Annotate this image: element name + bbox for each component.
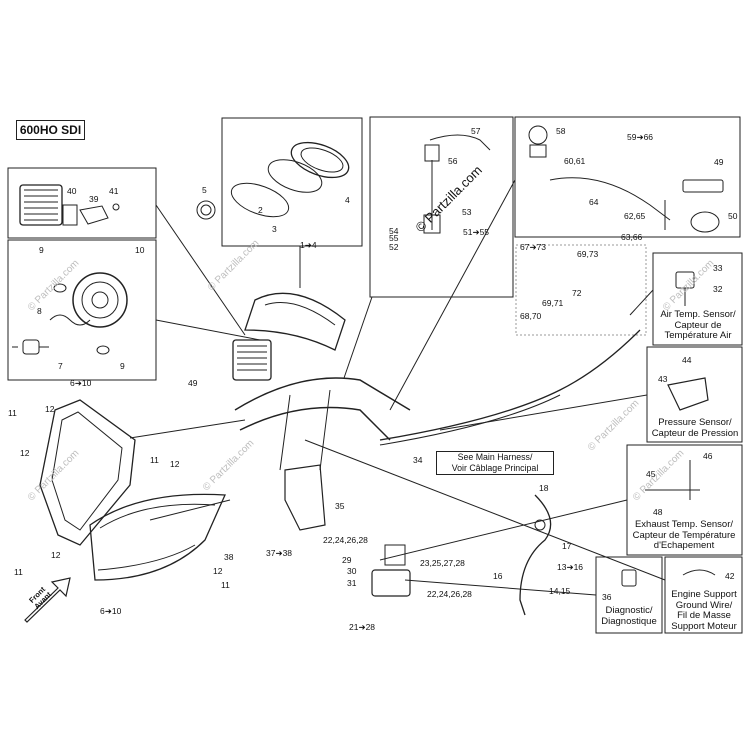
callout-41: 41 [109,186,119,196]
callout-59: 59➜66 [627,132,654,142]
diagnostic-caption: Diagnostic/ Diagnostique [601,605,657,627]
callout-68: 68,70 [520,311,542,321]
callout-22a: 22,24,26,28 [323,535,368,545]
callout-56: 56 [448,156,458,166]
callout-12d: 12 [51,550,61,560]
callout-13: 13➜16 [557,562,584,572]
callout-72: 72 [572,288,582,298]
callout-8: 8 [37,306,42,316]
callout-16: 16 [493,571,503,581]
callout-11c: 11 [14,567,23,577]
callout-6b: 6➜10 [100,606,122,616]
callout-40: 40 [67,186,77,196]
callout-62: 62,65 [624,211,646,221]
callout-46: 46 [703,451,713,461]
callout-33: 33 [713,263,723,273]
ground-wire-caption: Engine Support Ground Wire/ Fil de Masse… [671,589,737,632]
callout-36: 36 [602,592,612,602]
callout-30: 30 [347,566,357,576]
callout-9a: 9 [39,245,44,255]
pressure-caption: Pressure Sensor/ Capteur de Pression [651,417,739,439]
callout-67: 67➜73 [520,242,547,252]
model-title: 600HO SDI [16,120,85,140]
callout-45: 45 [646,469,656,479]
pressure-box [646,346,743,443]
callout-4: 4 [345,195,350,205]
callout-54: 54 [389,226,399,236]
callout-12e: 12 [213,566,223,576]
callout-60: 60,61 [564,156,586,166]
callout-3: 3 [272,224,277,234]
ground-box [664,556,743,634]
wiring-region [515,244,647,336]
air-temp-box [652,252,743,346]
callout-58: 58 [556,126,566,136]
bulb-box [7,239,157,381]
callout-23: 23,25,27,28 [420,558,465,568]
main-harness-note: See Main Harness/ Voir Câblage Principal [436,451,554,475]
callout-11a: 11 [8,408,17,418]
callout-63: 63,66 [621,232,643,242]
callout-17: 17 [562,541,572,551]
callout-34: 34 [413,455,423,465]
callout-37: 37➜38 [266,548,293,558]
callout-49a: 49 [714,157,724,167]
callout-42: 42 [725,571,735,581]
callout-57: 57 [471,126,481,136]
ignition-box [369,116,514,298]
callout-7: 7 [58,361,63,371]
callout-50: 50 [728,211,738,221]
callout-44: 44 [682,355,692,365]
callout-32: 32 [713,284,723,294]
callout-69a: 69,73 [577,249,599,259]
callout-29: 29 [342,555,352,565]
callout-55: 55 [389,233,399,243]
callout-12a: 12 [45,404,55,414]
callout-21: 21➜28 [349,622,376,632]
callout-49b: 49 [188,378,198,388]
callout-39: 39 [89,194,99,204]
callout-12b: 12 [20,448,30,458]
callout-53: 53 [462,207,472,217]
callout-2: 2 [258,205,263,215]
callout-11d: 11 [221,580,230,590]
callout-12c: 12 [170,459,180,469]
air-temp-caption: Air Temp. Sensor/ Capteur de Température… [660,309,736,341]
callout-51: 51➜55 [463,227,490,237]
callout-48: 48 [653,507,663,517]
callout-43: 43 [658,374,668,384]
ecm-box [7,167,157,239]
gauge-box [221,117,363,247]
callout-1: 1➜4 [300,240,317,250]
callout-10: 10 [135,245,145,255]
callout-52: 52 [389,242,399,252]
callout-5: 5 [202,185,207,195]
callout-69b: 69,71 [542,298,564,308]
callout-9b: 9 [120,361,125,371]
callout-14: 14,15 [549,586,571,596]
key-switch-box [514,116,741,238]
callout-31: 31 [347,578,357,588]
callout-11b: 11 [150,455,159,465]
callout-6a: 6➜10 [70,378,92,388]
exhaust-caption: Exhaust Temp. Sensor/ Capteur de Tempéra… [632,519,736,551]
callout-38: 38 [224,552,234,562]
callout-64: 64 [589,197,599,207]
callout-22b: 22,24,26,28 [427,589,472,599]
callout-35: 35 [335,501,345,511]
callout-18: 18 [539,483,549,493]
